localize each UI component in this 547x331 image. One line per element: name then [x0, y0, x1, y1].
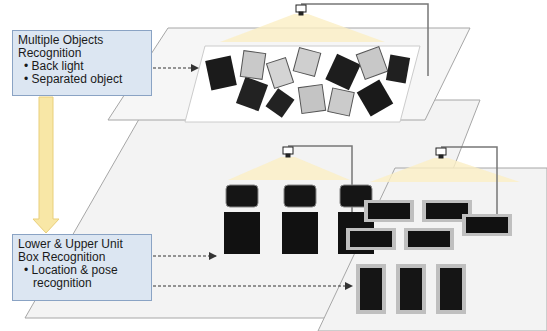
bullet-text: • Separated object: [24, 73, 146, 86]
box-heading: Lower & Upper Unit Box Recognition: [18, 238, 146, 264]
work-plane: [318, 168, 547, 331]
scattered-objects: [205, 47, 410, 118]
bullet-text: • Location & pose recognition: [24, 264, 146, 290]
process-box: Lower & Upper Unit Box Recognition• Loca…: [12, 234, 152, 301]
process-box: Multiple Objects Recognition• Back light…: [12, 30, 152, 96]
flow-arrow: [33, 97, 59, 233]
box-heading: Multiple Objects Recognition: [18, 34, 146, 60]
light-cone: [228, 157, 350, 180]
object-photo: [185, 46, 420, 122]
unit-boxes: [346, 200, 512, 314]
leader-line: [153, 68, 352, 286]
light-cone: [220, 14, 385, 42]
bullet-text: • Back light: [24, 60, 146, 73]
